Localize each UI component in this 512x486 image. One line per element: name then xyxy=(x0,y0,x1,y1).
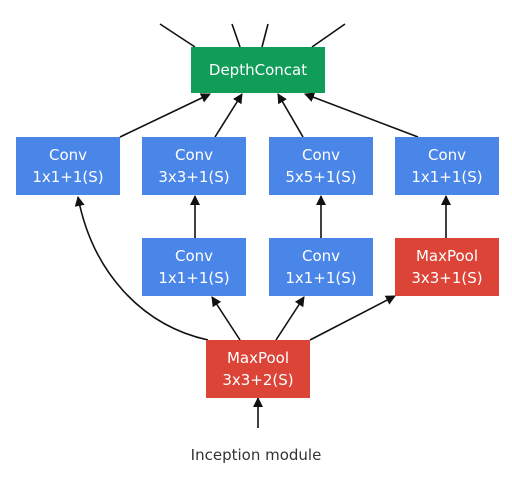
node-params: 3x3+1(S) xyxy=(158,168,230,186)
node-params: 3x3+2(S) xyxy=(222,371,294,389)
node-title: MaxPool xyxy=(226,349,290,367)
node-title: MaxPool xyxy=(415,247,479,265)
edge-pool-mid2 xyxy=(275,296,305,341)
edge-pool-top1 xyxy=(74,196,209,341)
depthconcat-node: DepthConcat xyxy=(191,47,325,93)
edge-input-left xyxy=(159,23,196,48)
node-title: Conv xyxy=(301,146,341,164)
node-params: 1x1+1(S) xyxy=(158,269,230,287)
edge-input-right xyxy=(261,23,269,48)
edge-input-mid xyxy=(231,23,241,48)
edge-conv1b-concat xyxy=(304,92,419,138)
conv-1x1-reduce-b-node: Conv 1x1+1(S) xyxy=(269,238,373,296)
conv-3x3-node: Conv 3x3+1(S) xyxy=(142,137,246,195)
node-title: Conv xyxy=(427,146,467,164)
maxpool-3x3-s1-node: MaxPool 3x3+1(S) xyxy=(395,238,499,296)
node-title: Conv xyxy=(174,247,214,265)
node-params: 1x1+1(S) xyxy=(285,269,357,287)
node-params: 1x1+1(S) xyxy=(32,168,104,186)
edge-input-far-right xyxy=(311,23,346,48)
node-title: Conv xyxy=(174,146,214,164)
node-params: 5x5+1(S) xyxy=(285,168,357,186)
edge-conv1-concat xyxy=(119,93,211,138)
node-title: Conv xyxy=(48,146,88,164)
conv-1x1-node: Conv 1x1+1(S) xyxy=(16,137,120,195)
conv-1x1-pool-proj-node: Conv 1x1+1(S) xyxy=(395,137,499,195)
maxpool-3x3-s2-node: MaxPool 3x3+2(S) xyxy=(206,340,310,398)
conv-1x1-reduce-a-node: Conv 1x1+1(S) xyxy=(142,238,246,296)
edge-conv3-concat xyxy=(214,93,243,138)
node-params: 1x1+1(S) xyxy=(411,168,483,186)
edge-conv5-concat xyxy=(277,93,304,138)
node-title: Conv xyxy=(301,247,341,265)
figure-caption: Inception module xyxy=(190,446,322,464)
edge-pool-mid3 xyxy=(309,295,396,341)
depthconcat-label: DepthConcat xyxy=(208,61,308,79)
conv-5x5-node: Conv 5x5+1(S) xyxy=(269,137,373,195)
node-params: 3x3+1(S) xyxy=(411,269,483,287)
edge-pool-mid1 xyxy=(211,296,241,341)
